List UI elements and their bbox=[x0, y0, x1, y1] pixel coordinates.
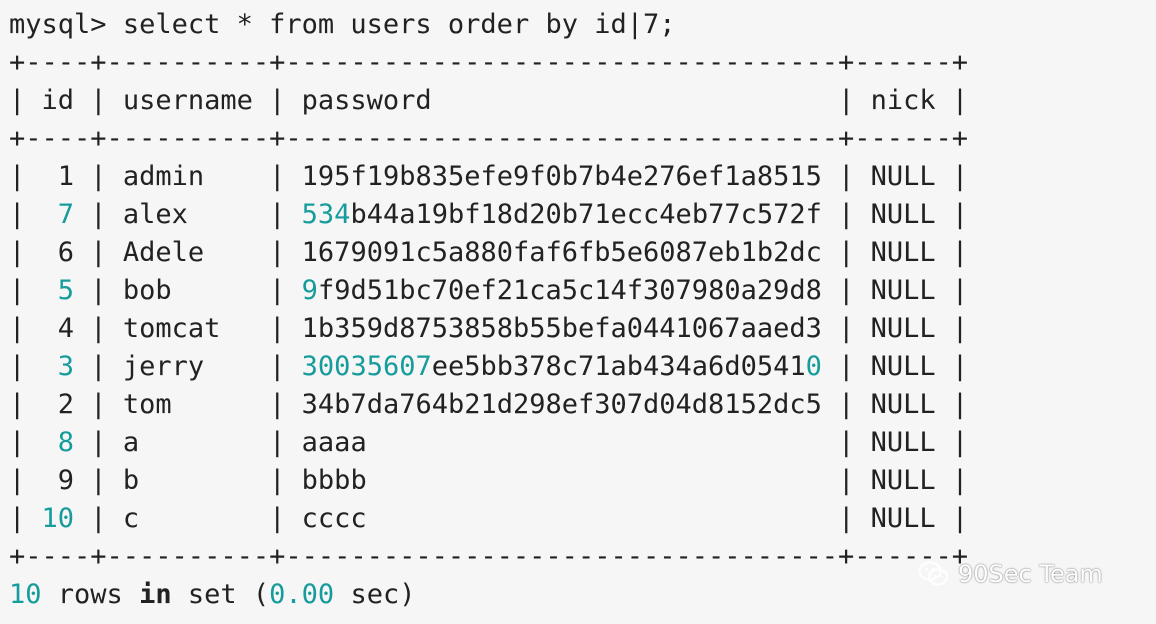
cell-password: 9f9d51bc70ef21ca5c14f307980a29d8 bbox=[301, 275, 822, 306]
watermark-text: 90Sec Team bbox=[958, 560, 1103, 588]
cell-id: 4 bbox=[57, 313, 75, 344]
cell-password: 1679091c5a880faf6fb5e6087eb1b2dc bbox=[301, 237, 822, 268]
mysql-prompt: mysql> bbox=[9, 9, 107, 40]
table-row: | 6 | Adele | 1679091c5a880faf6fb5e6087e… bbox=[9, 237, 969, 268]
cell-username: admin bbox=[122, 161, 205, 192]
column-header-id: id bbox=[41, 85, 75, 116]
table-row: | 3 | jerry | 30035607ee5bb378c71ab434a6… bbox=[9, 351, 969, 382]
table-row: | 1 | admin | 195f19b835efe9f0b7b4e276ef… bbox=[9, 161, 969, 192]
wechat-icon bbox=[918, 560, 950, 588]
cell-username: c bbox=[122, 503, 140, 534]
cell-id: 8 bbox=[57, 427, 75, 458]
table-row: | 5 | bob | 9f9d51bc70ef21ca5c14f307980a… bbox=[9, 275, 969, 306]
table-header: | id | username | password | nick | bbox=[9, 85, 969, 116]
cell-id: 7 bbox=[57, 199, 75, 230]
cell-username: a bbox=[122, 427, 140, 458]
cell-id: 10 bbox=[41, 503, 75, 534]
cell-nick: NULL bbox=[870, 275, 936, 306]
cell-username: tom bbox=[122, 389, 172, 420]
cell-nick: NULL bbox=[870, 465, 936, 496]
cell-password: bbbb bbox=[301, 465, 367, 496]
set-word: set ( bbox=[187, 579, 270, 610]
result-summary: 10 rows in set (0.00 sec) bbox=[9, 576, 415, 614]
cell-nick: NULL bbox=[870, 161, 936, 192]
cell-id: 6 bbox=[57, 237, 75, 268]
table-row: | 10 | c | cccc | NULL | bbox=[9, 503, 969, 534]
cell-nick: NULL bbox=[870, 389, 936, 420]
cell-id: 3 bbox=[57, 351, 75, 382]
column-header-password: password bbox=[301, 85, 822, 116]
cell-nick: NULL bbox=[870, 237, 936, 268]
column-header-nick: nick bbox=[870, 85, 936, 116]
table-row: | 8 | a | aaaa | NULL | bbox=[9, 427, 969, 458]
cell-id: 2 bbox=[57, 389, 75, 420]
cell-password: 1b359d8753858b55befa0441067aaed3 bbox=[301, 313, 822, 344]
column-header-username: username bbox=[122, 85, 253, 116]
table-row: | 9 | b | bbbb | NULL | bbox=[9, 465, 969, 496]
in-word: in bbox=[139, 579, 172, 610]
cell-username: bob bbox=[122, 275, 172, 306]
cell-id: 5 bbox=[57, 275, 75, 306]
sql-command: select * from users order by id|7; bbox=[122, 9, 676, 40]
table-border-top: +----+----------+-----------------------… bbox=[9, 47, 969, 78]
cell-id: 1 bbox=[57, 161, 75, 192]
sec-word: sec) bbox=[350, 579, 416, 610]
exec-time: 0.00 bbox=[269, 579, 335, 610]
cell-password: cccc bbox=[301, 503, 367, 534]
cell-nick: NULL bbox=[870, 199, 936, 230]
watermark: 90Sec Team bbox=[918, 560, 1103, 588]
cell-username: alex bbox=[122, 199, 188, 230]
cell-nick: NULL bbox=[870, 351, 936, 382]
cell-id: 9 bbox=[57, 465, 75, 496]
rows-word: rows bbox=[57, 579, 123, 610]
cell-username: jerry bbox=[122, 351, 205, 382]
row-count: 10 bbox=[9, 579, 42, 610]
cell-password: aaaa bbox=[301, 427, 367, 458]
table-row: | 2 | tom | 34b7da764b21d298ef307d04d815… bbox=[9, 389, 969, 420]
cell-password: 534b44a19bf18d20b71ecc4eb77c572f bbox=[301, 199, 822, 230]
table-border-header: +----+----------+-----------------------… bbox=[9, 123, 969, 154]
cell-username: b bbox=[122, 465, 140, 496]
cell-username: Adele bbox=[122, 237, 205, 268]
cell-nick: NULL bbox=[870, 313, 936, 344]
cell-nick: NULL bbox=[870, 503, 936, 534]
cell-password: 34b7da764b21d298ef307d04d8152dc5 bbox=[301, 389, 822, 420]
cell-password: 30035607ee5bb378c71ab434a6d05410 bbox=[301, 351, 822, 382]
cell-nick: NULL bbox=[870, 427, 936, 458]
command-line: mysql> select * from users order by id|7… bbox=[9, 6, 676, 44]
table-row: | 7 | alex | 534b44a19bf18d20b71ecc4eb77… bbox=[9, 199, 969, 230]
table-border-bottom: +----+----------+-----------------------… bbox=[9, 541, 969, 572]
cell-password: 195f19b835efe9f0b7b4e276ef1a8515 bbox=[301, 161, 822, 192]
table-row: | 4 | tomcat | 1b359d8753858b55befa04410… bbox=[9, 313, 969, 344]
cell-username: tomcat bbox=[122, 313, 221, 344]
